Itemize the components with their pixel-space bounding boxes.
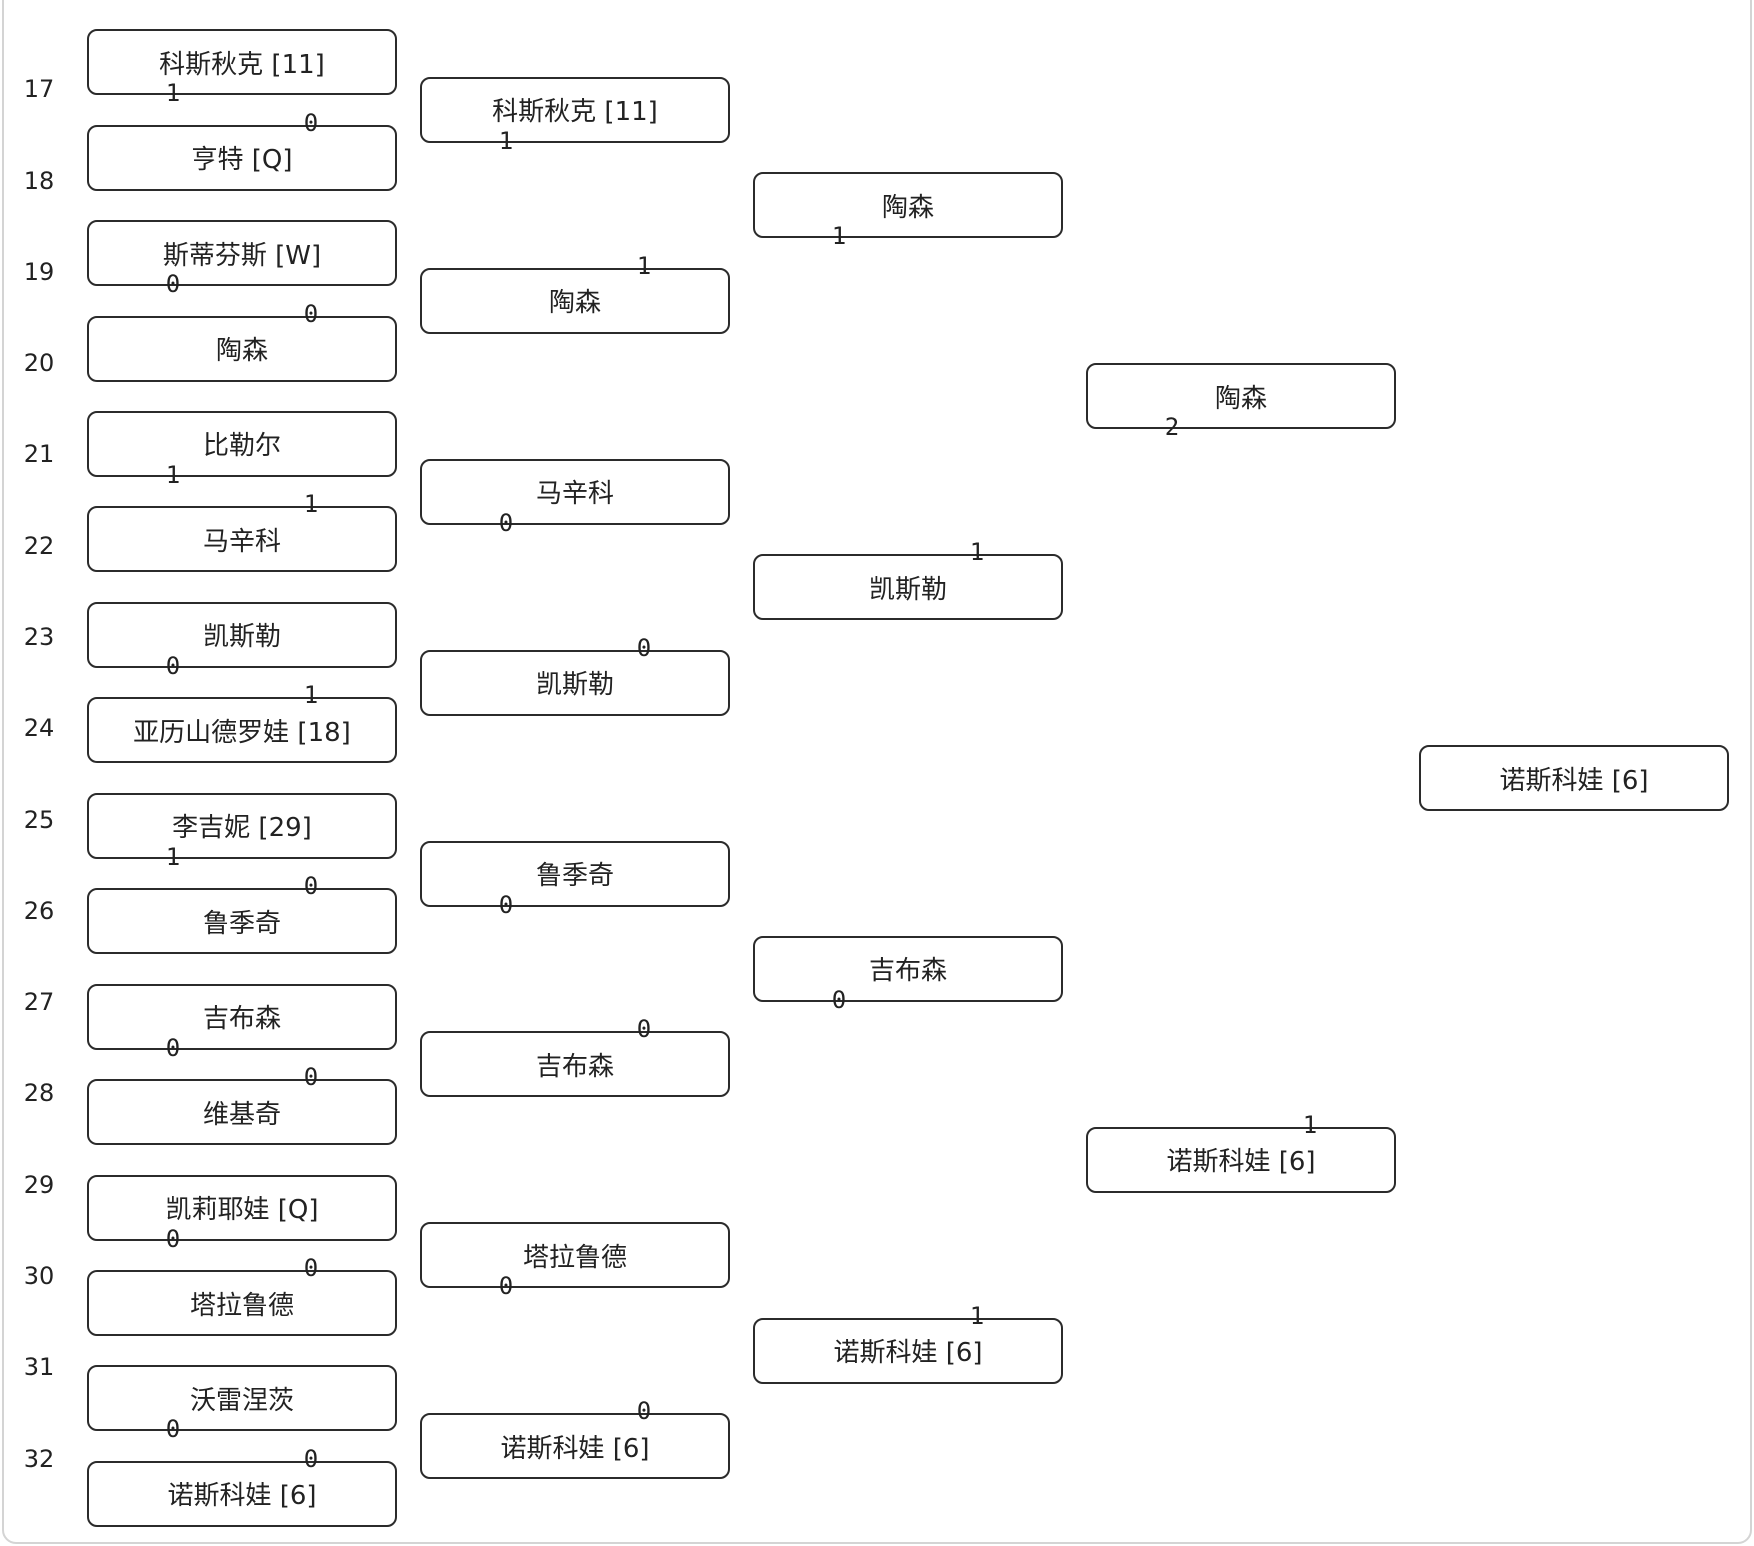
score-label: 1 xyxy=(969,1301,985,1330)
score-label: 0 xyxy=(303,1444,319,1473)
player-box[interactable]: 李吉妮 [29] xyxy=(87,792,397,859)
score-label: 2 xyxy=(1164,413,1180,442)
player-box[interactable]: 塔拉鲁德 xyxy=(87,1270,397,1337)
score-label: 0 xyxy=(303,299,319,328)
score-label: 0 xyxy=(636,633,652,662)
player-box[interactable]: 亨特 [Q] xyxy=(87,124,397,191)
player-box[interactable]: 亚历山德罗娃 [18] xyxy=(87,697,397,764)
seed-number: 20 xyxy=(23,349,55,378)
score-label: 0 xyxy=(498,508,514,537)
score-label: 1 xyxy=(303,490,319,519)
player-box[interactable]: 凯斯勒 xyxy=(420,649,730,716)
score-label: 0 xyxy=(165,1033,181,1062)
player-box[interactable]: 陶森 xyxy=(1086,363,1396,430)
seed-number: 24 xyxy=(23,714,55,743)
score-label: 0 xyxy=(636,1397,652,1426)
player-box[interactable]: 诺斯科娃 [6] xyxy=(420,1413,730,1480)
player-box[interactable]: 斯蒂芬斯 [W] xyxy=(87,220,397,287)
score-label: 0 xyxy=(303,872,319,901)
player-box[interactable]: 科斯秋克 [11] xyxy=(420,76,730,143)
player-box[interactable]: 陶森 xyxy=(87,315,397,382)
player-box[interactable]: 吉布森 xyxy=(420,1031,730,1098)
player-box[interactable]: 诺斯科娃 [6] xyxy=(1086,1126,1396,1193)
score-label: 0 xyxy=(303,108,319,137)
player-box[interactable]: 陶森 xyxy=(420,267,730,334)
score-label: 0 xyxy=(636,1015,652,1044)
score-label: 0 xyxy=(165,1415,181,1444)
player-box[interactable]: 塔拉鲁德 xyxy=(420,1222,730,1289)
player-box[interactable]: 陶森 xyxy=(753,172,1063,239)
player-box[interactable]: 马辛科 xyxy=(420,458,730,525)
score-label: 1 xyxy=(165,460,181,489)
score-label: 1 xyxy=(498,126,514,155)
score-label: 0 xyxy=(165,270,181,299)
seed-number: 22 xyxy=(23,531,55,560)
score-label: 0 xyxy=(831,985,847,1014)
score-label: 0 xyxy=(303,1063,319,1092)
score-label: 1 xyxy=(165,842,181,871)
score-label: 0 xyxy=(165,651,181,680)
player-box[interactable]: 鲁季奇 xyxy=(420,840,730,907)
score-label: 0 xyxy=(498,1272,514,1301)
seed-number: 26 xyxy=(23,896,55,925)
score-label: 1 xyxy=(831,222,847,251)
player-box[interactable]: 诺斯科娃 [6] xyxy=(87,1460,397,1527)
seed-number: 29 xyxy=(23,1170,55,1199)
player-box[interactable]: 马辛科 xyxy=(87,506,397,573)
player-box[interactable]: 诺斯科娃 [6] xyxy=(1419,745,1729,812)
score-label: 1 xyxy=(1302,1110,1318,1139)
player-box[interactable]: 比勒尔 xyxy=(87,410,397,477)
player-box[interactable]: 凯斯勒 xyxy=(87,601,397,668)
score-label: 1 xyxy=(969,538,985,567)
player-box[interactable]: 凯斯勒 xyxy=(753,554,1063,621)
seed-number: 31 xyxy=(23,1353,55,1382)
seed-number: 25 xyxy=(23,805,55,834)
seed-number: 28 xyxy=(23,1079,55,1108)
seed-number: 17 xyxy=(23,75,55,104)
seed-number: 32 xyxy=(23,1444,55,1473)
seed-number: 21 xyxy=(23,440,55,469)
player-box[interactable]: 吉布森 xyxy=(87,983,397,1050)
seed-number: 30 xyxy=(23,1262,55,1291)
score-label: 0 xyxy=(303,1254,319,1283)
player-box[interactable]: 维基奇 xyxy=(87,1079,397,1146)
seed-number: 18 xyxy=(23,166,55,195)
player-box[interactable]: 诺斯科娃 [6] xyxy=(753,1317,1063,1384)
player-box[interactable]: 沃雷涅茨 xyxy=(87,1365,397,1432)
player-box[interactable]: 吉布森 xyxy=(753,935,1063,1002)
score-label: 1 xyxy=(165,79,181,108)
seed-number: 19 xyxy=(23,257,55,286)
seed-number: 23 xyxy=(23,622,55,651)
player-box[interactable]: 科斯秋克 [11] xyxy=(87,29,397,96)
seed-number: 27 xyxy=(23,988,55,1017)
score-label: 1 xyxy=(303,681,319,710)
player-box[interactable]: 凯莉耶娃 [Q] xyxy=(87,1174,397,1241)
score-label: 0 xyxy=(165,1224,181,1253)
score-label: 1 xyxy=(636,251,652,280)
score-label: 0 xyxy=(498,890,514,919)
player-box[interactable]: 鲁季奇 xyxy=(87,888,397,955)
